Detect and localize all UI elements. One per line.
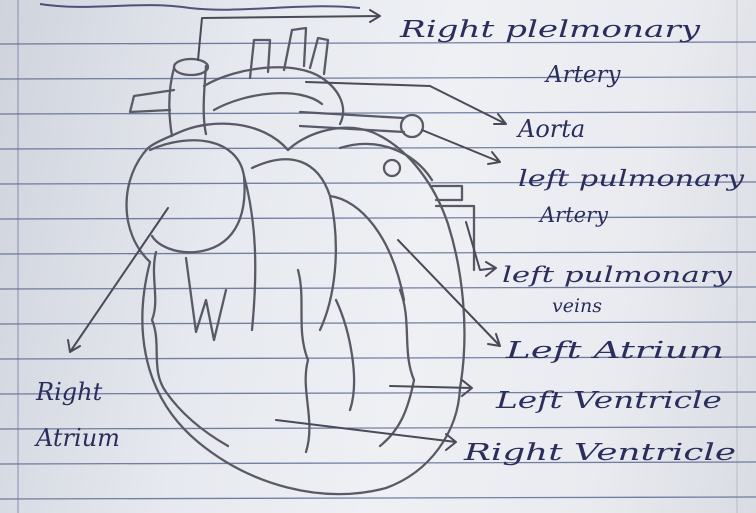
arrow-right-ventricle xyxy=(276,420,456,450)
arrow-right-atrium xyxy=(68,208,168,352)
arrow-left-pulmonary-veins xyxy=(466,222,496,276)
label-left-pulmonary-artery-line1: left pulmonary xyxy=(518,167,745,192)
pointer-arrows xyxy=(68,10,506,450)
heart-outline xyxy=(127,28,475,494)
label-left-pulmonary-veins-line2: veins xyxy=(552,295,602,317)
arrow-left-pulmonary-artery xyxy=(422,130,500,164)
label-right-ventricle: Right Ventricle xyxy=(462,440,736,466)
label-right-atrium-line2: Atrium xyxy=(34,424,120,452)
label-right-pulmonary-artery-line2: Artery xyxy=(544,62,621,88)
label-left-ventricle: Left Ventricle xyxy=(495,388,722,414)
label-aorta: Aorta xyxy=(516,115,585,143)
label-left-atrium: Left Atrium xyxy=(504,338,724,364)
label-right-pulmonary-artery-line1: Right plelmonary xyxy=(399,17,702,43)
arrow-left-atrium xyxy=(398,240,500,346)
label-right-atrium-line1: Right xyxy=(35,378,103,406)
label-left-pulmonary-veins-line1: left pulmonary xyxy=(502,263,734,287)
arrow-right-pulmonary-artery xyxy=(198,10,380,60)
label-left-pulmonary-artery-line2: Artery xyxy=(538,203,609,227)
top-scribble xyxy=(40,4,360,10)
